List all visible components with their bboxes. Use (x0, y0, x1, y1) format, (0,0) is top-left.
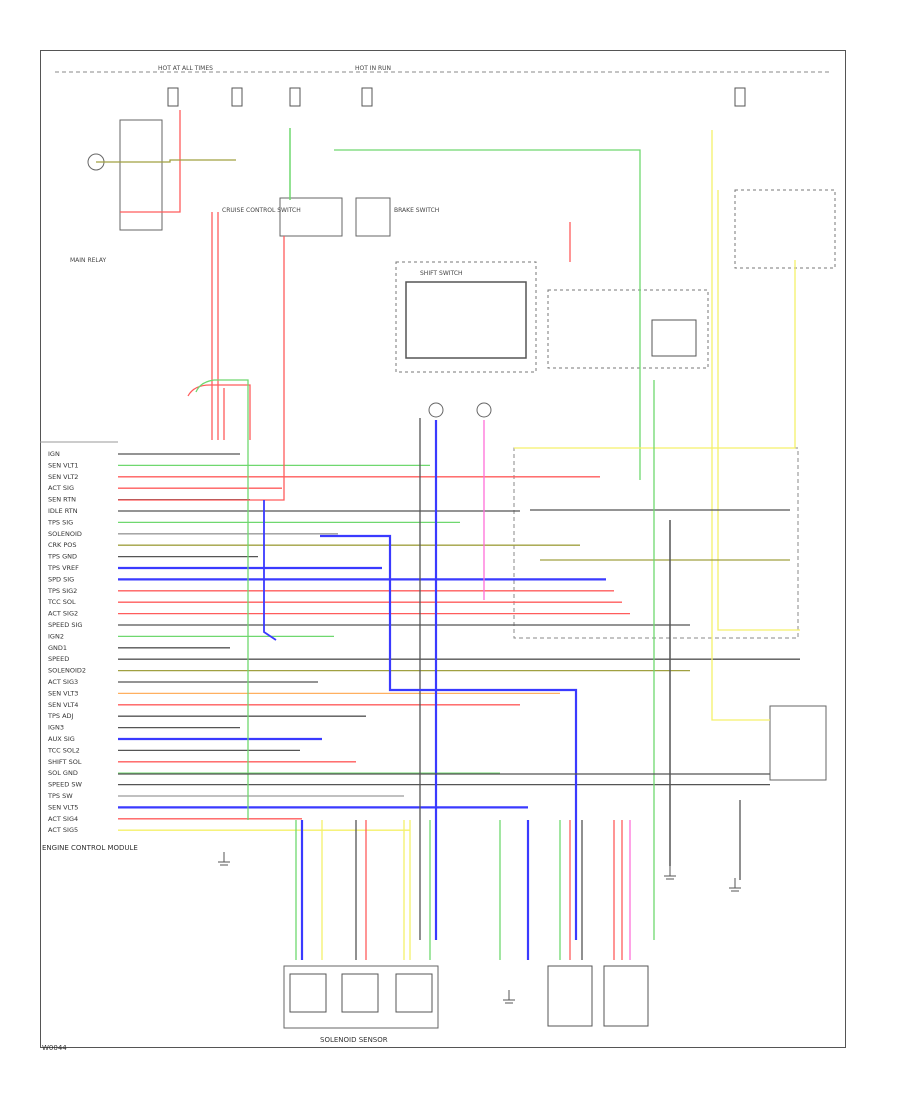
sensor-group-box (283, 965, 439, 1029)
ecm-pin-label: SEN VLT4 (48, 701, 78, 709)
ecm-pin-label: SEN RTN (48, 496, 76, 504)
sensor-5-box (603, 965, 649, 1027)
blue-main (320, 534, 578, 940)
ecm-pin-label: CRK POS (48, 541, 77, 549)
diagram-frame (40, 50, 846, 1048)
ecm-pin-label: IGN3 (48, 724, 64, 732)
fuse-b-label: HOT IN RUN (355, 65, 391, 72)
ecm-pin-label: SHIFT SOL (48, 758, 82, 766)
ecm-pin-label: SEN VLT2 (48, 473, 78, 481)
ecm-pin-label: TPS SW (47, 792, 73, 800)
yellow-run (711, 130, 770, 721)
shift-switch-label: SHIFT SWITCH (420, 270, 463, 277)
right-module-dashed (547, 289, 709, 369)
ecm-pin-label: TPS ADJ (47, 712, 74, 720)
yellow-top (514, 260, 796, 449)
blue-branch (263, 500, 277, 641)
ground-icons (218, 852, 741, 1004)
cruise-green (334, 149, 641, 480)
ground-icon (729, 878, 741, 892)
ecm-pin-label: TCC SOL2 (47, 746, 80, 754)
ecm-pin-label: SEN VLT3 (48, 689, 78, 697)
ecm-pin-label: SEN VLT1 (48, 461, 78, 469)
right-relay-box (651, 319, 697, 357)
ground-icon (503, 990, 515, 1004)
ecm-pin-label: TPS SIG2 (47, 587, 77, 595)
relay-label: MAIN RELAY (70, 257, 107, 264)
ecm-pin-label: SOLENOID2 (48, 667, 86, 675)
ecm-pin-label: ACT SIG (48, 484, 74, 492)
relay-feed-olive (96, 159, 236, 163)
ecm-pin-label: SPEED (48, 655, 69, 663)
harness-red-2 (187, 384, 251, 440)
sensor-2-box (341, 973, 379, 1013)
sensor-group-label: SOLENOID SENSOR (320, 1036, 388, 1044)
brake-switch-label: BRAKE SWITCH (394, 207, 439, 214)
yellow-run-2 (717, 190, 800, 631)
switch-module-dashed (395, 261, 537, 373)
connector-circle-2 (476, 402, 492, 418)
connector-circle-1 (428, 402, 444, 418)
ecm-pin-label: GND1 (48, 644, 67, 652)
ecm-label: ENGINE CONTROL MODULE (42, 844, 138, 852)
relay-box (119, 119, 163, 231)
ecm-pin-label: ACT SIG4 (48, 815, 78, 823)
ecm-pin-label: TPS VREF (47, 564, 79, 572)
ecm-pin-label: SOL GND (48, 769, 78, 777)
ecm-pin-label: TPS GND (47, 553, 77, 561)
harness-green (195, 379, 249, 820)
harness-red (211, 212, 225, 440)
ecm-pin-label: AUX SIG (48, 735, 75, 743)
ecm-pin-label: SPEED SIG (48, 621, 82, 629)
ground-icon (218, 852, 230, 866)
sensor-4-box (547, 965, 593, 1027)
ecm-pin-label: ACT SIG2 (48, 610, 78, 618)
fuse-a-label: HOT AT ALL TIMES (158, 65, 213, 72)
ecm-pin-label: TCC SOL (47, 598, 76, 606)
ecm-pin-label: TPS SIG (47, 518, 73, 526)
ecm-pin-label: SOLENOID (48, 530, 82, 538)
ecm-pin-label: SEN VLT5 (48, 803, 78, 811)
ecm-pin-label: ACT SIG3 (48, 678, 78, 686)
brake-switch-box (355, 197, 391, 237)
relay-feed-red (120, 110, 181, 213)
speed-sensor-box (769, 705, 827, 781)
ground-icon (664, 866, 676, 880)
ecm-pin-label: SPD SIG (48, 575, 74, 583)
switch-module-box (405, 281, 527, 359)
feed-red (118, 236, 285, 501)
wires (96, 110, 800, 960)
ecm-pin-label: IGN2 (48, 632, 64, 640)
ecm-pin-label: IGN (48, 450, 60, 458)
cruise-switch-label: CRUISE CONTROL SWITCH (222, 207, 301, 214)
cruise-switch-box (279, 197, 343, 237)
footer-code: W0044 (42, 1044, 67, 1052)
far-right-module (734, 189, 836, 269)
sensor-3-box (395, 973, 433, 1013)
ecm-pin-label: IDLE RTN (48, 507, 78, 515)
sensor-1-box (289, 973, 327, 1013)
ecm-pin-label: SPEED SW (48, 781, 82, 789)
fuse-group: HOT AT ALL TIMES HOT IN RUN (158, 65, 746, 107)
ecm-pin-label: ACT SIG5 (48, 826, 78, 834)
